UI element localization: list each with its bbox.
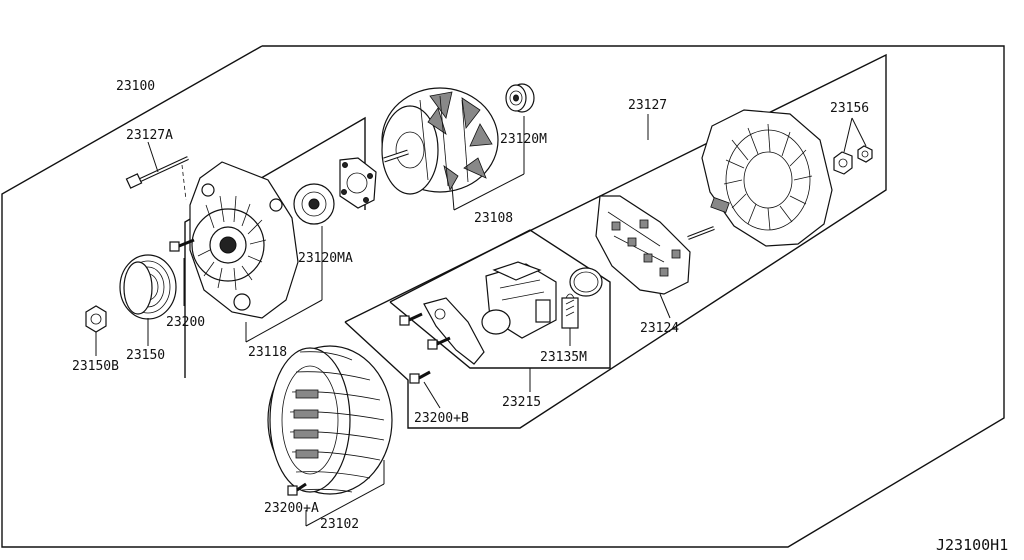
regulator-frame [389,229,611,369]
label-screw-a: 23200+A [264,501,319,516]
label-screw-front: 23200 [166,315,205,330]
label-pulley-nut: 23150B [72,359,119,374]
label-pulley: 23150 [126,348,165,363]
screw-b [409,370,431,384]
rear-bracket [701,109,833,247]
assembly-frame [1,45,1005,548]
diagram-reference-code: J23100H1 [936,536,1008,554]
brush-set [561,293,579,329]
label-front-bearing: 23120MA [298,251,353,266]
stator [267,345,393,495]
leader-lines [95,114,867,527]
rotor [381,87,499,195]
label-rear-bearing: 23120M [500,132,547,147]
label-rotor: 23108 [474,211,513,226]
label-rear-bracket: 23127 [628,98,667,113]
rectifier [595,195,715,295]
rear-bearing [505,83,535,113]
through-bolt [125,156,189,201]
screw-front [169,238,195,252]
bearing-retainer-plate [339,157,377,209]
label-brush-set: 23135M [540,350,587,365]
front-bearing [293,183,335,225]
label-stator: 23102 [320,517,359,532]
regulator [399,261,557,365]
terminal-nuts [833,145,873,175]
front-bracket [189,161,299,319]
label-screw-b: 23200+B [414,411,469,426]
screw-a [287,482,307,496]
label-regulator: 23215 [502,395,541,410]
label-rectifier: 23124 [640,321,679,336]
label-alternator-assembly: 23100 [116,79,155,94]
rear-bracket-frame [344,53,887,429]
pulley-nut [85,305,107,333]
pulley [119,254,177,320]
callout-labels: 23100 23127A 23150B 23150 23200 23118 23… [72,79,869,532]
label-through-bolt: 23127A [126,128,173,143]
snap-ring [569,267,603,297]
label-front-bracket: 23118 [248,345,287,360]
label-terminal-nuts: 23156 [830,101,869,116]
